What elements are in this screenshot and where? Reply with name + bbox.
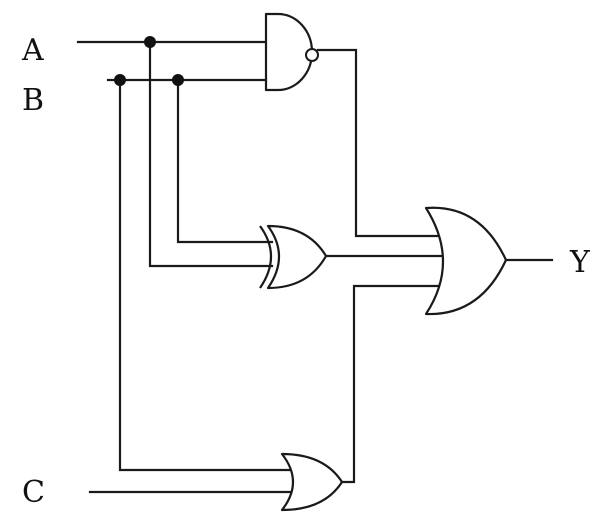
or-gate-final-body — [424, 206, 508, 316]
or-gate-final — [424, 206, 508, 316]
or-gate-bottom-body — [280, 452, 344, 512]
input-label-b: B — [22, 83, 44, 118]
wire-a-to-xor — [148, 40, 274, 268]
wire-b-to-xor — [176, 78, 274, 244]
input-label-a: A — [21, 33, 44, 68]
junction-dot-b-right — [172, 74, 184, 86]
xor-gate-back-curve — [259, 225, 272, 289]
xor-gate-body — [266, 224, 328, 290]
wire-b-to-or — [118, 78, 292, 472]
or-gate-bottom — [280, 452, 344, 512]
wire-or-to-final-or — [338, 284, 446, 484]
wire-nand-to-final-or — [316, 48, 446, 238]
nand-gate-body — [264, 12, 314, 92]
output-label-y: Y — [569, 245, 591, 280]
xor-gate — [259, 224, 328, 290]
input-label-c: C — [22, 475, 45, 510]
nand-gate-bubble — [305, 48, 319, 62]
nand-gate — [264, 12, 319, 92]
junction-dot-a — [144, 36, 156, 48]
junction-dot-b-left — [114, 74, 126, 86]
